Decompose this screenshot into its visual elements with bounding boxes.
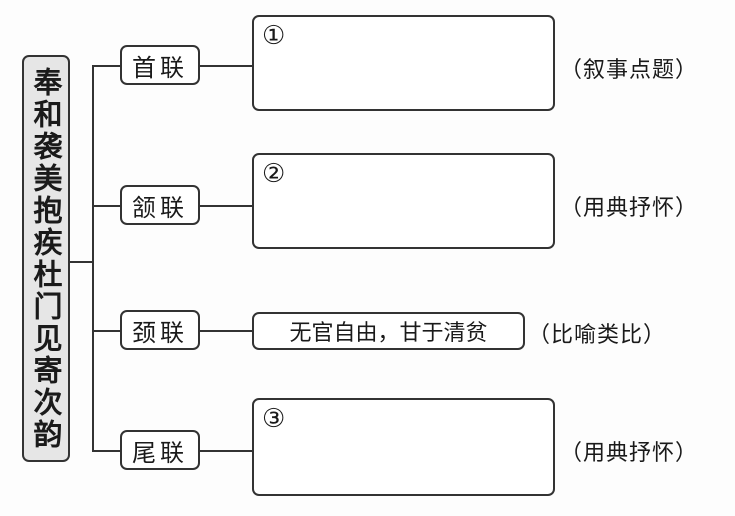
note: （用典抒怀） (560, 196, 699, 221)
connector (200, 450, 252, 452)
blank-number: ③ (262, 404, 286, 434)
connector (200, 65, 252, 67)
connector (92, 65, 120, 67)
answer-box-1[interactable]: ① (252, 15, 555, 111)
label-shoulian: 首联 (120, 45, 200, 85)
note: （叙事点题） (560, 58, 699, 83)
answer-box-2[interactable]: ② (252, 153, 555, 249)
note: （比喻类比） (528, 323, 667, 348)
note: （用典抒怀） (560, 441, 699, 466)
blank-number: ② (262, 159, 286, 189)
label-jinglian: 颈联 (120, 310, 200, 350)
poem-title: 奉和袭美抱疾杜门见寄次韵 (29, 66, 63, 451)
connector (92, 330, 120, 332)
label-weilian: 尾联 (120, 430, 200, 470)
blank-number: ① (262, 21, 286, 51)
connector (200, 205, 252, 207)
connector (92, 205, 120, 207)
connector (92, 65, 94, 451)
connector (200, 330, 252, 332)
content-box-3: 无官自由，甘于清贫 (252, 312, 525, 350)
answer-box-3[interactable]: ③ (252, 398, 555, 496)
label-hanlian: 颔联 (120, 185, 200, 225)
connector (70, 261, 94, 263)
connector (92, 450, 120, 452)
poem-title-box: 奉和袭美抱疾杜门见寄次韵 (22, 55, 70, 462)
